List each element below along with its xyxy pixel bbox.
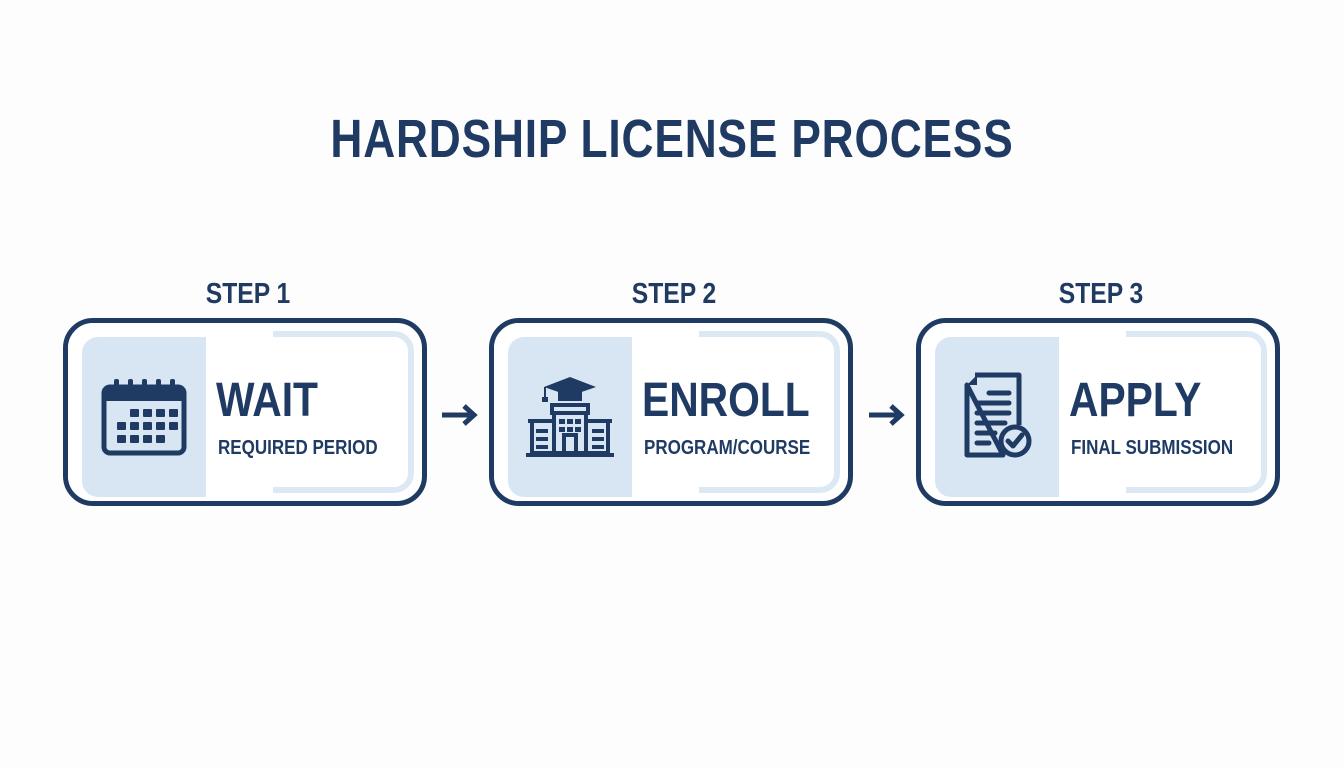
step-2-card: ENROLL PROGRAM/COURSE bbox=[489, 318, 853, 506]
step-2-subtitle: PROGRAM/COURSE bbox=[644, 437, 811, 459]
school-graduation-icon bbox=[526, 377, 614, 457]
step-1-card: WAIT REQUIRED PERIOD bbox=[63, 318, 427, 506]
step-2-label: STEP 2 bbox=[631, 278, 717, 310]
step-3-title: APPLY bbox=[1069, 374, 1202, 427]
arrow-right-icon bbox=[442, 404, 478, 426]
icon-panel bbox=[935, 337, 1059, 497]
calendar-icon bbox=[101, 379, 187, 456]
page-title: HARDSHIP LICENSE PROCESS bbox=[330, 109, 1014, 169]
step-3-label: STEP 3 bbox=[1058, 278, 1144, 310]
step-3-subtitle: FINAL SUBMISSION bbox=[1071, 437, 1234, 459]
icon-panel bbox=[508, 337, 632, 497]
step-3-card: APPLY FINAL SUBMISSION bbox=[916, 318, 1280, 506]
arrow-right-icon bbox=[869, 404, 905, 426]
step-1-title: WAIT bbox=[216, 374, 318, 427]
step-1-label: STEP 1 bbox=[205, 278, 291, 310]
step-2-title: ENROLL bbox=[642, 374, 810, 427]
document-check-icon bbox=[964, 372, 1032, 458]
step-1-subtitle: REQUIRED PERIOD bbox=[218, 437, 378, 459]
